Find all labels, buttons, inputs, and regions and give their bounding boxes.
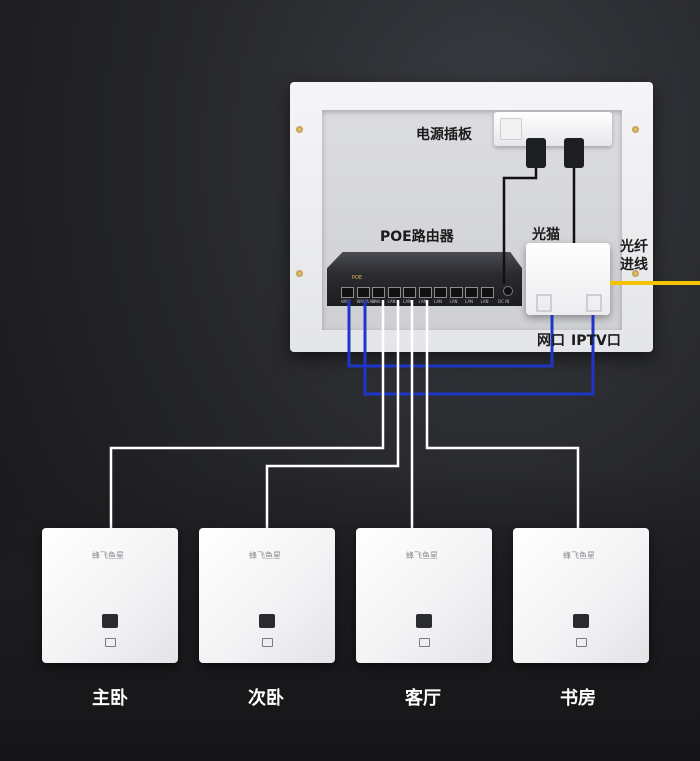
power-cord-router: [502, 168, 538, 284]
screw: [296, 270, 303, 277]
modem-port: [536, 294, 552, 312]
room-label: 书房: [560, 688, 596, 709]
ethernet-jack-icon: [102, 614, 118, 628]
screw: [632, 270, 639, 277]
screw: [296, 126, 303, 133]
white-cable-second: [265, 300, 400, 528]
panel-brand: 蜂飞鱼星: [406, 551, 438, 560]
wall-ap-panel: [513, 528, 649, 663]
modem-port: [586, 294, 602, 312]
computer-icon: [419, 638, 430, 647]
router-port-label: LAN: [403, 299, 412, 304]
router-port: [372, 287, 385, 298]
wall-ap-panel: [199, 528, 335, 663]
label-poe-router: POE路由器: [380, 229, 454, 245]
label-fiber-in: 光纤 进线: [620, 239, 648, 273]
label-lan-port: 网口: [537, 333, 565, 349]
router-port: [356, 287, 370, 298]
router-port-label: WAN: [341, 299, 351, 304]
ethernet-jack-icon: [416, 614, 432, 628]
wall-ap-panel: [356, 528, 492, 663]
label-modem: 光猫: [532, 227, 560, 243]
router-port: [449, 287, 463, 298]
ethernet-jack-icon: [573, 614, 589, 628]
dc-jack: [503, 286, 513, 296]
wall-ap-panel: [42, 528, 178, 663]
router-top-text: POE: [352, 275, 363, 281]
router-port: [418, 287, 432, 298]
room-label: 主卧: [92, 688, 128, 709]
router-port: [434, 287, 447, 298]
panel-brand: 蜂飞鱼星: [249, 551, 281, 560]
label-power-strip: 电源插板: [416, 127, 472, 143]
router-port: [387, 287, 401, 298]
computer-icon: [105, 638, 116, 647]
router-port-label: LAN: [418, 299, 427, 304]
router-port-label: LAN: [372, 299, 381, 304]
router-port: [403, 287, 416, 298]
router-port: [341, 287, 354, 298]
computer-icon: [262, 638, 273, 647]
power-plug: [526, 138, 546, 168]
room-label: 次卧: [248, 688, 284, 709]
screw: [632, 126, 639, 133]
optical-modem: [526, 243, 610, 315]
power-plug: [564, 138, 584, 168]
router-port-label: LAN: [387, 299, 396, 304]
ethernet-jack-icon: [259, 614, 275, 628]
blue-cable-lan: [347, 300, 554, 368]
white-cable-master: [109, 300, 385, 528]
router-port-label: LAN: [480, 299, 489, 304]
router-port: [480, 287, 494, 298]
white-cable-study: [425, 300, 580, 528]
blue-cable-iptv: [363, 300, 595, 396]
room-label: 客厅: [405, 688, 441, 709]
router-dc-label: DC IN: [498, 299, 510, 304]
computer-icon: [576, 638, 587, 647]
router-port-label: LAN: [465, 299, 474, 304]
label-iptv-port: IPTV口: [571, 333, 621, 349]
panel-brand: 蜂飞鱼星: [92, 551, 124, 560]
router-port-label: LAN: [449, 299, 458, 304]
router-port: [465, 287, 478, 298]
panel-brand: 蜂飞鱼星: [563, 551, 595, 560]
router-port-label: LAN: [434, 299, 443, 304]
power-strip-switch: [500, 118, 522, 140]
